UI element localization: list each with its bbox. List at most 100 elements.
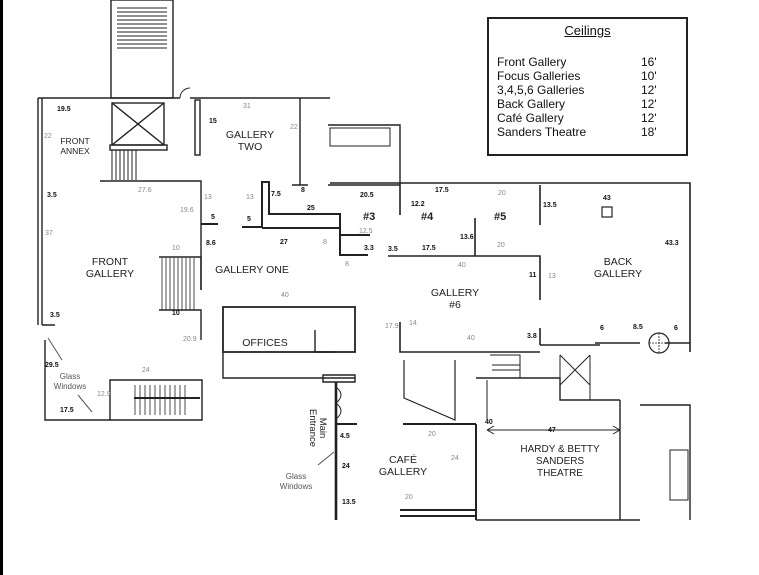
room-cafe-gallery: CAFÉ GALLERY (378, 454, 428, 478)
dimension-label: 19.5 (57, 106, 71, 113)
main-entrance-label: Main Entrance (307, 408, 328, 448)
dimension-label: 47 (548, 427, 556, 434)
room-front-annex: FRONT ANNEX (60, 136, 90, 156)
dimension-label: 6 (674, 325, 678, 332)
dimension-label: 12.9 (97, 391, 111, 398)
dimension-label: 43 (603, 195, 611, 202)
dimension-label: 40 (281, 292, 289, 299)
dimension-label: 13.5 (543, 202, 557, 209)
dimension-label: 4.5 (340, 433, 350, 440)
ceiling-row: Front Gallery 16' (497, 55, 672, 69)
room-gallery-3: #3 (363, 211, 376, 223)
dimension-label: 8 (301, 187, 305, 194)
ceiling-height: 10' (641, 69, 657, 83)
back-exterior-wall (330, 182, 691, 352)
dimension-label: 6 (600, 325, 604, 332)
room-back-gallery: BACK GALLERY (593, 256, 643, 280)
ceiling-height: 12' (641, 97, 657, 111)
ceiling-height: 12' (641, 83, 657, 97)
ceilings-legend: Ceilings Front Gallery 16' Focus Gallerie… (487, 17, 688, 156)
room-front-gallery: FRONT GALLERY (85, 256, 135, 280)
dimension-label: 43.3 (665, 240, 679, 247)
dimension-label: 14 (409, 320, 417, 327)
dimension-label: 8.6 (206, 240, 216, 247)
dimension-label: 13 (246, 194, 254, 201)
ceiling-height: 16' (641, 55, 657, 69)
dimension-label: 8 (345, 261, 349, 268)
elevator (109, 102, 168, 180)
dimension-label: 24 (142, 367, 150, 374)
dimension-label: 5 (211, 214, 215, 221)
room-offices: OFFICES (242, 337, 288, 349)
dimension-label: 17.5 (435, 187, 449, 194)
dimension-label: 19.6 (180, 207, 194, 214)
dimension-label: 3.8 (527, 333, 537, 340)
room-sanders-theatre: HARDY & BETTY SANDERS THEATRE (520, 444, 600, 479)
dimension-label: 20.9 (183, 336, 197, 343)
dimension-label: 24 (342, 463, 350, 470)
dimension-label: 3.5 (388, 246, 398, 253)
glass-windows-label: Glass Windows (279, 472, 313, 491)
room-gallery-two: GALLERY TWO (225, 129, 275, 153)
ceiling-room: Café Gallery (497, 111, 564, 125)
dimension-label: 20 (497, 242, 505, 249)
dimension-label: 8.5 (633, 324, 643, 331)
dimension-label: 11 (529, 272, 537, 279)
dimension-label: 31 (243, 103, 251, 110)
dimension-label: 3.5 (50, 312, 60, 319)
dimension-label: 27 (280, 239, 288, 246)
front-exterior-wall (37, 97, 330, 421)
ceiling-row: Café Gallery 12' (497, 111, 672, 125)
ceilings-title: Ceilings (564, 23, 611, 38)
room-gallery-one: GALLERY ONE (215, 264, 289, 276)
dimension-label: 7.5 (271, 191, 281, 198)
dimension-label: 40 (458, 262, 466, 269)
dimension-label: 13 (548, 273, 556, 280)
dimension-label: 12.2 (411, 201, 425, 208)
ceiling-room: Back Gallery (497, 97, 566, 111)
dimension-label: 24 (451, 455, 459, 462)
dimension-label: 3.5 (47, 192, 57, 199)
dimension-label: 40 (485, 419, 493, 426)
ceiling-height: 12' (641, 111, 657, 125)
dimension-label: 13.6 (460, 234, 474, 241)
dimension-label: 17.5 (422, 245, 436, 252)
ceiling-room: 3,4,5,6 Galleries (497, 83, 585, 97)
ceiling-room: Front Gallery (497, 55, 567, 69)
dimension-label: 12.5 (359, 228, 373, 235)
dimension-label: 20.5 (360, 192, 374, 199)
ceiling-row: 3,4,5,6 Galleries 12' (497, 83, 672, 97)
ceiling-row: Focus Galleries 10' (497, 69, 672, 83)
dimension-label: 13 (204, 194, 212, 201)
dimension-label: 25 (307, 205, 315, 212)
top-stair (110, 0, 174, 99)
dimension-label: 13.5 (342, 499, 356, 506)
ceiling-row: Back Gallery 12' (497, 97, 672, 111)
dimension-label: 10 (172, 245, 180, 252)
dimension-label: 22 (290, 124, 298, 131)
dimension-label: 37 (45, 230, 53, 237)
left-border (0, 0, 3, 575)
dimension-label: 10 (172, 310, 180, 317)
dimension-label: 15 (209, 118, 217, 125)
dimension-label: 3.3 (364, 245, 374, 252)
dimension-label: 20 (428, 431, 436, 438)
offices-outline (222, 306, 356, 353)
dimension-label: 40 (467, 335, 475, 342)
dimension-label: 22 (44, 133, 52, 140)
dimension-label: 20 (405, 494, 413, 501)
ceiling-room: Sanders Theatre (497, 125, 587, 139)
room-gallery-6: GALLERY #6 (430, 287, 480, 311)
room-gallery-4: #4 (421, 211, 434, 223)
ceiling-room: Focus Galleries (497, 69, 581, 83)
room-gallery-5: #5 (494, 211, 507, 223)
dimension-label: 27.6 (138, 187, 152, 194)
dimension-label: 8 (323, 239, 327, 246)
dimension-label: 29.5 (45, 362, 59, 369)
dimension-label: 20 (498, 190, 506, 197)
glass-windows-label: Glass Windows (53, 372, 87, 391)
dimension-label: 17.9 (385, 323, 399, 330)
